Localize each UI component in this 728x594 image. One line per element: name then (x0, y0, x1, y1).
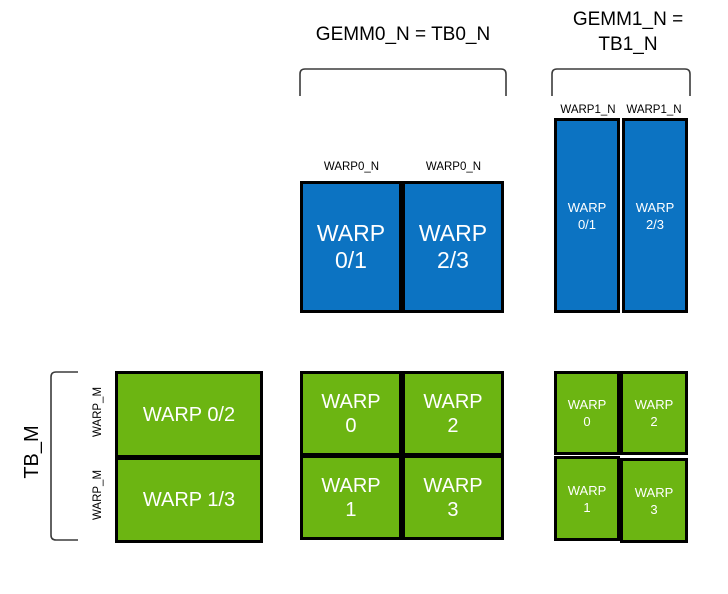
gemm0-green-cell-warp-1[interactable]: WARP 1 (300, 455, 402, 540)
gemm1-title: GEMM1_N = TB1_N (572, 9, 684, 55)
left-green-cell-warp-1-3[interactable]: WARP 1/3 (115, 457, 263, 543)
gemm1-blue-cell-warp-0-1[interactable]: WARP 0/1 (554, 118, 620, 313)
gemm1-span-bracket (551, 68, 691, 96)
warp0-n-label-left: WARP0_N (323, 161, 380, 173)
gemm1-green-cell-warp-0[interactable]: WARP 0 (554, 371, 620, 455)
gemm0-blue-cell-warp-2-3[interactable]: WARP 2/3 (402, 181, 504, 313)
gemm0-green-cell-warp-3[interactable]: WARP 3 (402, 455, 504, 540)
gemm0-green-cell-warp-2[interactable]: WARP 2 (402, 371, 504, 456)
warp1-n-label-right: WARP1_N (626, 104, 682, 116)
left-green-cell-warp-0-2[interactable]: WARP 0/2 (115, 371, 263, 458)
gemm1-blue-cell-warp-2-3[interactable]: WARP 2/3 (622, 118, 688, 313)
warp-m-label-bottom: WARP_M (92, 469, 104, 521)
tb-m-bracket (50, 371, 78, 541)
gemm0-green-cell-warp-0[interactable]: WARP 0 (300, 371, 402, 456)
gemm0-blue-cell-warp-0-1[interactable]: WARP 0/1 (300, 181, 402, 313)
warp-m-label-top: WARP_M (92, 386, 104, 438)
gemm0-span-bracket (299, 68, 507, 96)
warp1-n-label-left: WARP1_N (560, 104, 616, 116)
warp0-n-label-right: WARP0_N (425, 161, 482, 173)
gemm1-green-cell-warp-1[interactable]: WARP 1 (554, 456, 620, 541)
gemm1-green-cell-warp-3[interactable]: WARP 3 (620, 458, 688, 543)
gemm0-title: GEMM0_N = TB0_N (315, 24, 491, 45)
tb-m-label: TB_M (21, 425, 43, 479)
gemm1-green-cell-warp-2[interactable]: WARP 2 (620, 371, 688, 455)
